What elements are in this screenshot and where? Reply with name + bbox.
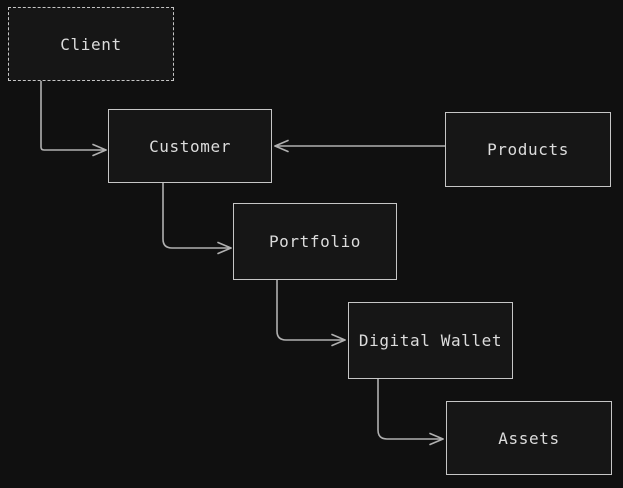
node-label: Customer xyxy=(149,136,231,156)
node-client: Client xyxy=(8,7,174,81)
arrowhead-products-to-customer xyxy=(274,139,289,153)
edge-client-to-customer xyxy=(40,80,107,151)
node-label: Client xyxy=(60,34,122,54)
node-digital-wallet: Digital Wallet xyxy=(348,302,513,379)
node-products: Products xyxy=(445,112,611,187)
node-label: Digital Wallet xyxy=(358,331,503,350)
node-portfolio: Portfolio xyxy=(233,203,397,280)
node-label: Products xyxy=(487,140,569,159)
node-customer: Customer xyxy=(108,109,272,183)
edge-digital-wallet-to-assets xyxy=(377,378,444,440)
arrowhead-digital-wallet-to-assets xyxy=(429,432,444,446)
node-assets: Assets xyxy=(446,401,612,475)
arrowhead-client-to-customer xyxy=(92,143,107,157)
node-label: Assets xyxy=(498,428,560,448)
edge-portfolio-to-digital-wallet xyxy=(276,279,346,341)
edge-customer-to-portfolio xyxy=(162,182,232,249)
node-label: Portfolio xyxy=(268,232,362,251)
arrowhead-customer-to-portfolio xyxy=(217,241,232,255)
arrowhead-portfolio-to-digital-wallet xyxy=(331,333,346,347)
